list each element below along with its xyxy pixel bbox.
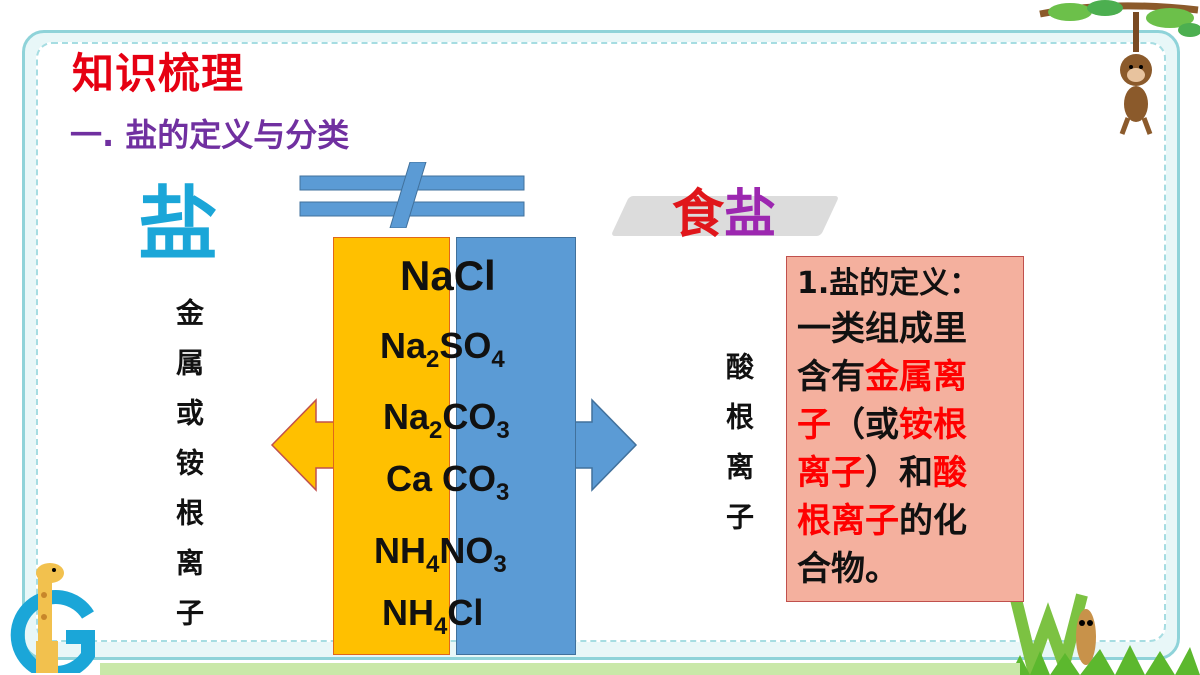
formula-caco3: Ca CO3 [386, 458, 509, 507]
giraffe-g-icon [10, 563, 95, 673]
formula-subscript: 2 [429, 417, 443, 444]
table-salt-wordart: 食盐 [672, 172, 776, 247]
formula-na2so4: Na2SO4 [380, 325, 505, 374]
formula-part: Na [383, 396, 430, 437]
right-arrow-icon [571, 398, 638, 492]
formula-subscript: 4 [426, 551, 440, 578]
formula-subscript: 4 [491, 346, 505, 373]
page-title: 知识梳理 [72, 49, 245, 98]
formula-subscript: 3 [493, 551, 507, 578]
definition-highlight: 铵根 [899, 405, 967, 445]
anion-column [456, 237, 576, 655]
formula-subscript: 4 [434, 613, 448, 640]
definition-segment: 一类组成里 [797, 309, 967, 349]
left-arrow-icon [270, 398, 339, 492]
formula-subscript: 3 [496, 417, 510, 444]
salt-definition-box: 1.盐的定义： 一类组成里 含有金属离 子（或铵根 离子）和酸 根离子的化 合物… [786, 256, 1024, 602]
definition-highlight: 子 [797, 405, 831, 445]
definition-text: 一类组成里 含有金属离 子（或铵根 离子）和酸 根离子的化 合物。 [797, 305, 1013, 593]
monkey-icon [1119, 12, 1153, 135]
grass-w-icon [1010, 593, 1200, 675]
formula-subscript: 2 [426, 346, 440, 373]
formula-part: NaCl [400, 252, 496, 299]
definition-segment: （或 [831, 405, 899, 445]
definition-segment: 合物。 [797, 549, 899, 589]
not-equal-icon [299, 162, 525, 228]
table-salt-char-1: 食 [672, 185, 725, 245]
section-subtitle: 一. 盐的定义与分类 [70, 116, 350, 154]
definition-segment: 含有 [797, 357, 865, 397]
formula-part: NH [374, 530, 426, 571]
definition-segment: 的化 [899, 501, 967, 541]
formula-part: Na [380, 325, 427, 366]
definition-highlight: 金属离 [865, 357, 967, 397]
table-salt-char-2: 盐 [724, 185, 777, 245]
acid-radical-label: 酸根离子 [722, 352, 755, 552]
formula-part: NO [439, 530, 494, 571]
formula-part: Cl [447, 592, 484, 633]
tree-branch-icon [1039, 0, 1200, 37]
cation-column [333, 237, 450, 655]
formula-part: CO [442, 396, 497, 437]
definition-highlight: 根离子 [797, 501, 899, 541]
grass-strip-icon [100, 663, 1020, 675]
formula-nacl: NaCl [400, 252, 496, 300]
definition-segment: ）和 [865, 453, 933, 493]
formula-part: SO [439, 325, 492, 366]
metal-or-ammonium-label: 金属或铵根离子 [172, 298, 205, 648]
formula-nh4no3: NH4NO3 [374, 530, 507, 579]
definition-heading: 1.盐的定义： [797, 266, 980, 301]
formula-part: NH [382, 592, 434, 633]
formula-nh4cl: NH4Cl [382, 592, 483, 641]
formula-na2co3: Na2CO3 [383, 396, 510, 445]
salt-character: 盐 [138, 178, 218, 271]
definition-highlight: 离子 [797, 453, 865, 493]
formula-part: Ca CO [386, 458, 497, 499]
formula-subscript: 3 [496, 479, 510, 506]
definition-highlight: 酸 [933, 453, 967, 493]
